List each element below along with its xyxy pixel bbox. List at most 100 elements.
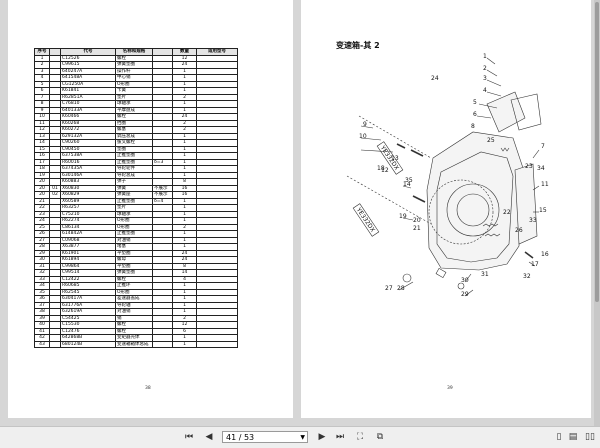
callout-number: 26 xyxy=(515,227,523,234)
callout-number: 28 xyxy=(397,285,405,292)
callout-number: 24 xyxy=(431,75,439,82)
next-page-icon[interactable]: ▶ xyxy=(318,432,326,442)
upper-cover xyxy=(486,91,526,133)
callout-number: 20 xyxy=(413,217,421,224)
callout-number: 6 xyxy=(473,111,477,118)
housing-face xyxy=(436,151,514,263)
housing-bore xyxy=(446,183,500,237)
table-cell xyxy=(196,80,238,88)
table-cell xyxy=(196,113,238,121)
callout-number: 17 xyxy=(531,261,539,268)
two-page-icon[interactable]: ▯▯ xyxy=(585,432,595,442)
callout-number: 14 xyxy=(403,181,411,188)
callout-number: 5 xyxy=(473,99,477,106)
scrollbar-thumb[interactable] xyxy=(595,2,599,302)
callout-number: 31 xyxy=(481,271,489,278)
table-cell: 变速箱箱体总成 xyxy=(115,340,153,348)
right-page-number: 39 xyxy=(447,386,453,391)
table-cell xyxy=(196,61,238,69)
table-cell xyxy=(196,87,238,95)
first-page-icon[interactable]: ⏮ xyxy=(184,432,194,442)
upper-cover-box xyxy=(510,93,542,131)
callout-number: 32 xyxy=(523,273,531,280)
bolt xyxy=(524,251,534,259)
housing-bore-inner xyxy=(456,193,490,227)
bolt xyxy=(410,149,424,157)
callout-number: 1 xyxy=(483,53,487,60)
callout-number: 30 xyxy=(461,277,469,284)
last-page-icon[interactable]: ⏭ xyxy=(335,432,345,442)
table-cell xyxy=(196,340,238,348)
bottom-toolbar: ⏮ ◀ 41 / 53 ▼ ▶ ⏭ ⛶ ⧉ ▯ ▤ ▯▯ xyxy=(0,426,600,448)
callout-number: 34 xyxy=(537,165,545,172)
prev-page-icon[interactable]: ◀ xyxy=(205,432,213,442)
callout-number: 7 xyxy=(541,143,545,150)
fit-page-icon[interactable]: ⛶ xyxy=(356,432,364,442)
table-cell xyxy=(152,340,173,348)
callout-number: 35 xyxy=(405,177,413,184)
exploded-diagram: 1234567891011121314151617181920212223242… xyxy=(346,53,549,298)
table-cell xyxy=(196,119,238,127)
table-cell xyxy=(196,74,238,82)
callout-number: 29 xyxy=(461,291,469,298)
continuous-page-icon[interactable]: ▤ xyxy=(568,432,578,442)
callout-number: 3 xyxy=(483,75,487,82)
callout-number: 25 xyxy=(487,137,495,144)
table-cell: 1 xyxy=(172,340,197,348)
spring xyxy=(482,223,499,227)
copy-icon[interactable]: ⧉ xyxy=(376,432,384,442)
callout-number: 18 xyxy=(377,165,385,172)
callout-number: 23 xyxy=(525,163,533,170)
table-cell xyxy=(196,106,238,114)
right-page: 变速箱-其 2 xyxy=(301,0,591,418)
callout-number: 11 xyxy=(541,181,549,188)
callout-number: 12 xyxy=(381,167,389,174)
callout-number: 27 xyxy=(385,285,393,292)
bolt xyxy=(396,143,406,149)
plug-part xyxy=(435,267,447,279)
table-cell: 43 xyxy=(34,340,50,348)
chevron-down-icon[interactable]: ▼ xyxy=(300,434,305,441)
diagram-title: 变速箱-其 2 xyxy=(336,41,380,50)
washer-part xyxy=(457,282,465,290)
callout-number: 13 xyxy=(391,155,399,162)
side-cover xyxy=(514,163,538,245)
callout-number: 4 xyxy=(483,87,487,94)
callout-number: 21 xyxy=(413,225,421,232)
callout-number: 2 xyxy=(483,65,487,72)
page-number-input[interactable]: 41 / 53 ▼ xyxy=(222,431,308,443)
callout-number: 15 xyxy=(539,207,547,214)
page-number-text: 41 / 53 xyxy=(226,433,255,442)
table-cell xyxy=(49,340,61,348)
callout-number: 9 xyxy=(363,121,367,128)
single-page-icon[interactable]: ▯ xyxy=(556,432,562,442)
table-cell xyxy=(196,100,238,108)
spring xyxy=(484,233,501,237)
callout-number: 22 xyxy=(503,209,511,216)
flange-ring xyxy=(428,179,494,245)
vertical-scrollbar[interactable] xyxy=(594,0,600,426)
callout-number: 33 xyxy=(529,217,537,224)
bolt xyxy=(412,195,426,203)
model-label: YE332DX xyxy=(354,206,376,234)
left-page-number: 38 xyxy=(145,386,151,391)
